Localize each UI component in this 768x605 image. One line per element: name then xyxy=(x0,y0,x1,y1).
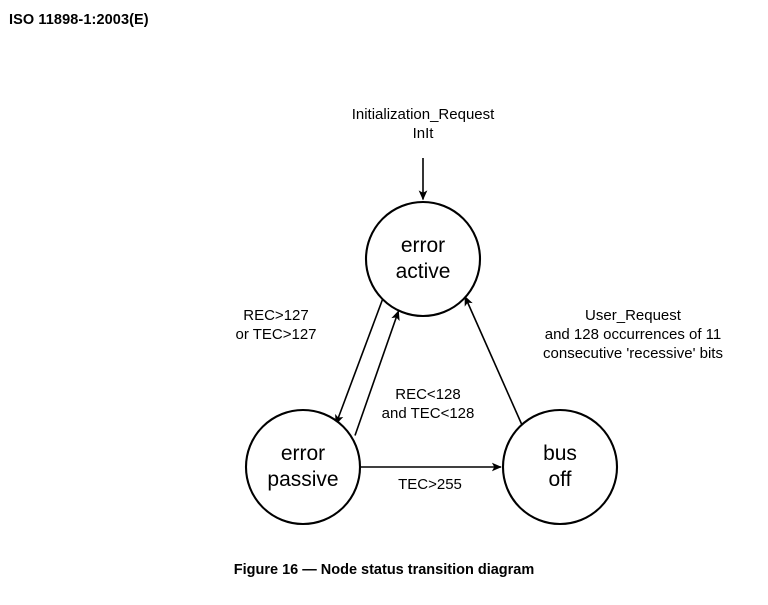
figure-caption: Figure 16 — Node status transition diagr… xyxy=(233,562,535,578)
state-circle-error-active[interactable] xyxy=(364,200,482,318)
transition-arrow-bus-off-to-error-active xyxy=(464,295,523,426)
transition-arrow-error-active-to-error-passive xyxy=(335,299,384,425)
document-header: ISO 11898-1:2003(E) xyxy=(9,12,149,28)
state-circle-error-passive[interactable] xyxy=(244,408,362,526)
transition-arrow-error-passive-to-error-active xyxy=(354,310,400,436)
state-circle-bus-off[interactable] xyxy=(501,408,619,526)
state-diagram-svg xyxy=(244,158,619,526)
figure-16-diagram: Initialization_Request InIt REC>127 or T… xyxy=(0,60,768,540)
